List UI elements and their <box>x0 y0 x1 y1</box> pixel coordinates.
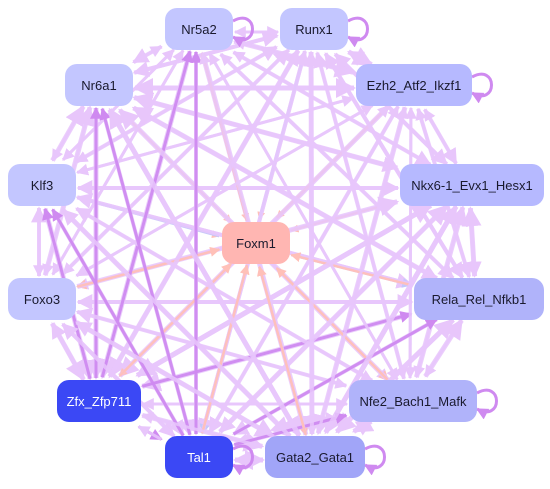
edge-tal1-to-foxm1 <box>201 264 250 434</box>
self-loop-tal1 <box>231 444 254 476</box>
self-loop-nr5a2 <box>231 16 254 48</box>
edge-zfx-to-nkx6 <box>135 203 433 378</box>
edge-gata2-to-zfx <box>141 412 263 448</box>
edge-gata2-to-runx1 <box>303 50 320 435</box>
edge-ezh2-to-runx1 <box>347 50 373 67</box>
node-nfe2-bach1-mafk[interactable]: Nfe2_Bach1_Mafk <box>349 380 477 422</box>
node-ezh2-atf2-ikzf1[interactable]: Ezh2_Atf2_Ikzf1 <box>356 64 472 106</box>
edge-nfe2-to-nr5a2 <box>208 52 399 381</box>
edge-gata2-to-ezh2 <box>316 106 409 434</box>
self-loop-runx1 <box>346 16 369 48</box>
self-loop-ezh2 <box>470 72 493 104</box>
node-foxo3[interactable]: Foxo3 <box>8 278 76 320</box>
edge-nkx6-to-nr6a1 <box>132 92 398 171</box>
edge-tal1-to-zfx <box>137 425 163 441</box>
edge-gata2-to-klf3 <box>61 208 292 438</box>
node-nr6a1[interactable]: Nr6a1 <box>65 64 133 106</box>
edge-gata2-to-nr6a1 <box>107 107 302 437</box>
self-loop-gata2 <box>363 444 386 476</box>
edge-gata2-to-nkx6 <box>323 204 459 434</box>
node-foxm1[interactable]: Foxm1 <box>222 222 290 264</box>
edge-layer <box>31 26 482 470</box>
edge-zfx-to-foxo3 <box>50 322 86 381</box>
edge-tal1-to-ezh2 <box>208 105 400 434</box>
edge-foxo3-to-runx1 <box>61 48 291 276</box>
edge-tal1-to-nkx6 <box>218 204 449 434</box>
edge-gata2-to-foxm1 <box>257 265 307 436</box>
edge-gata2-to-nfe2 <box>352 419 373 436</box>
edge-tal1-to-klf3 <box>51 208 185 437</box>
node-nkx6-1-evx1-hesx1[interactable]: Nkx6-1_Evx1_Hesx1 <box>400 164 544 206</box>
node-tal1[interactable]: Tal1 <box>165 436 233 478</box>
edge-nkx6-to-ezh2 <box>423 108 458 165</box>
edge-klf3-to-ezh2 <box>76 95 355 174</box>
edge-gata2-to-foxo3 <box>75 320 275 439</box>
edge-nfe2-to-klf3 <box>75 206 373 383</box>
edge-tal1-to-nfe2 <box>233 412 348 447</box>
edge-rela-to-nkx6 <box>461 206 482 277</box>
self-loop-nfe2 <box>475 388 498 420</box>
node-zfx-zfp711[interactable]: Zfx_Zfp711 <box>57 380 141 422</box>
edge-nr6a1-to-nr5a2 <box>132 45 163 64</box>
node-nr5a2[interactable]: Nr5a2 <box>165 8 233 50</box>
edge-nfe2-to-rela <box>423 318 464 378</box>
edge-rela-to-runx1 <box>323 52 465 279</box>
self-loop-layer <box>231 16 498 476</box>
node-rela-rel-nfkb1[interactable]: Rela_Rel_Nfkb1 <box>414 278 544 320</box>
edge-nfe2-to-foxo3 <box>75 307 347 388</box>
edge-zfx-to-runx1 <box>107 49 300 378</box>
edge-foxo3-to-ezh2 <box>75 104 374 277</box>
node-runx1[interactable]: Runx1 <box>280 8 348 50</box>
edge-rela-to-nr6a1 <box>131 105 438 281</box>
node-gata2-gata1[interactable]: Gata2_Gata1 <box>265 436 365 478</box>
node-klf3[interactable]: Klf3 <box>8 164 76 206</box>
